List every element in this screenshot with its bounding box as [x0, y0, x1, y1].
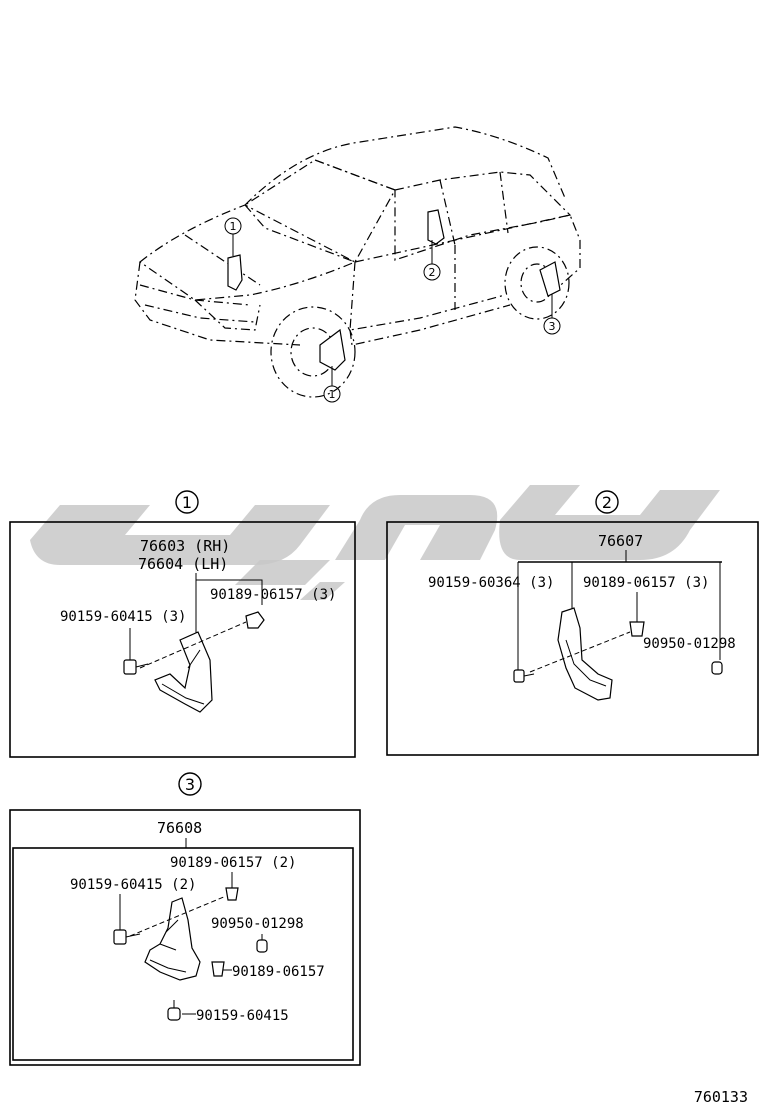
part-76607: 76607: [598, 532, 643, 550]
svg-text:3: 3: [549, 320, 556, 333]
section-3-screw-top-icon: [113, 929, 141, 945]
svg-text:2: 2: [602, 493, 612, 512]
callout-2-door: 2: [423, 240, 441, 281]
section-1-number: 1: [175, 490, 199, 514]
section-3-frame-outer: [9, 809, 361, 1066]
section-3-screw-low-icon: [167, 1000, 181, 1021]
svg-text:1: 1: [329, 388, 336, 401]
section-2-frame: [386, 521, 759, 756]
callout-1-hood: 1: [224, 217, 242, 256]
svg-text:3: 3: [185, 775, 195, 794]
section-1-mud-flap: [154, 631, 213, 713]
svg-text:2: 2: [429, 266, 436, 279]
section-3-clip-top-icon: [129, 887, 239, 937]
section-3-nut-icon: [256, 939, 268, 953]
section-1-frame: [9, 521, 356, 758]
part-90189-06157-s3: 90189-06157: [232, 964, 325, 980]
section-3-frame-inner: [12, 847, 354, 1061]
watermark-logo: [30, 485, 720, 600]
section-3-clip-low-icon: [211, 961, 225, 977]
part-90159-60415-qty2: 90159-60415 (2): [70, 877, 196, 893]
part-90189-06157-qty3-s2: 90189-06157 (3): [583, 575, 709, 591]
part-90950-01298-s3: 90950-01298: [211, 916, 304, 932]
section-3-number: 3: [178, 772, 202, 796]
section-2-nut-icon: [711, 661, 723, 675]
part-90159-60364-qty3: 90159-60364 (3): [428, 575, 554, 591]
part-90950-01298-s2: 90950-01298: [643, 636, 736, 652]
svg-text:1: 1: [230, 220, 237, 233]
section-1-clip-icon: [139, 611, 265, 669]
section-1-screw-icon: [123, 659, 149, 675]
part-76604-lh: 76604 (LH): [138, 555, 228, 573]
section-2-number: 2: [595, 490, 619, 514]
section-2-screw-icon: [513, 669, 535, 683]
section-2-clip-icon: [529, 621, 645, 673]
part-90189-06157-qty2: 90189-06157 (2): [170, 855, 296, 871]
svg-text:1: 1: [182, 493, 192, 512]
part-90159-60415-qty3: 90159-60415 (3): [60, 609, 186, 625]
car-overview-illustration: [134, 126, 581, 398]
section-2-mud-flap: [557, 607, 613, 701]
diagram-id: 760133: [694, 1088, 748, 1106]
callout-1-front-wheel: 1: [323, 366, 341, 403]
part-76603-rh: 76603 (RH): [140, 537, 230, 555]
callout-3-rear: 3: [543, 294, 561, 335]
part-76608: 76608: [157, 819, 202, 837]
part-90189-06157-qty3: 90189-06157 (3): [210, 587, 336, 603]
part-90159-60415-s3: 90159-60415: [196, 1008, 289, 1024]
section-3-mud-flap: [144, 897, 201, 981]
